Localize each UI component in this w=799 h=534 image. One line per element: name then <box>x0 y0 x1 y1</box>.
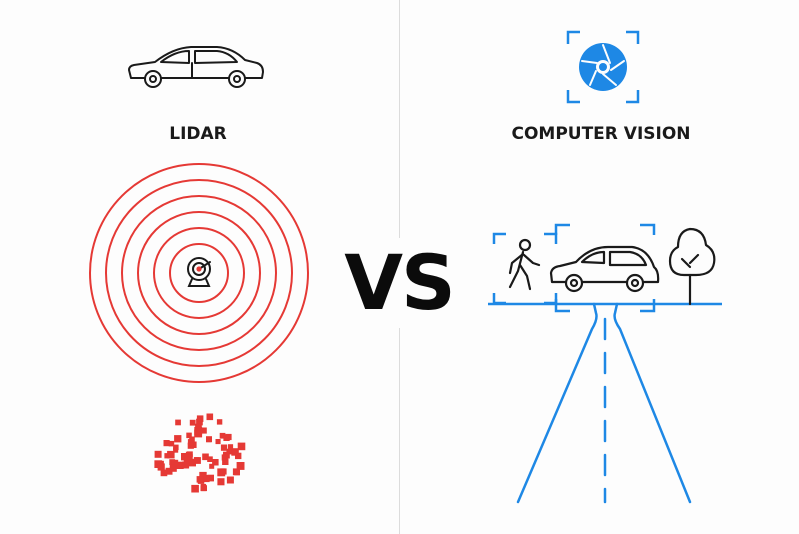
car-outline-icon <box>128 46 264 88</box>
point-cloud-dot <box>189 419 196 426</box>
point-cloud-dot <box>234 469 240 476</box>
point-cloud-dot <box>157 463 165 471</box>
lidar-ring <box>121 195 277 351</box>
point-cloud-dot <box>167 450 175 459</box>
lidar-rings <box>89 163 309 383</box>
point-cloud-dot <box>199 471 207 480</box>
vision-scene <box>488 223 722 504</box>
point-cloud-dot <box>226 476 234 484</box>
point-cloud-dot <box>206 436 212 443</box>
point-cloud-dot <box>202 453 209 461</box>
point-cloud-dot <box>173 447 179 453</box>
point-cloud-dot <box>209 463 215 469</box>
point-cloud-dot <box>216 419 223 425</box>
point-cloud-icon <box>154 413 246 493</box>
point-cloud-dot <box>207 474 214 482</box>
point-cloud-dot <box>196 415 204 422</box>
vs-label: VS <box>340 238 458 328</box>
point-cloud-dot <box>168 440 175 447</box>
point-cloud-dot <box>237 442 246 451</box>
point-cloud-dot <box>184 454 193 462</box>
radar-sensor-icon <box>187 257 211 287</box>
point-cloud-dot <box>196 418 203 426</box>
point-cloud-dot <box>194 426 203 435</box>
point-cloud-dot <box>176 461 184 469</box>
lidar-ring <box>169 243 229 303</box>
point-cloud-dot <box>191 484 199 493</box>
road-icon <box>516 302 692 504</box>
point-cloud-dot <box>193 457 200 463</box>
point-cloud-dot <box>217 478 225 486</box>
camera-aperture-icon <box>566 30 640 104</box>
car-detection-box <box>554 223 656 313</box>
point-cloud-dot <box>219 432 226 439</box>
point-cloud-dot <box>186 432 192 439</box>
point-cloud-dot <box>175 419 181 426</box>
point-cloud-dot <box>223 451 230 459</box>
point-cloud-dot <box>182 461 190 469</box>
point-cloud-dot <box>174 435 182 443</box>
computer-vision-title: COMPUTER VISION <box>511 124 691 144</box>
point-cloud-dot <box>160 469 168 477</box>
point-cloud-dot <box>171 459 179 467</box>
point-cloud-dot <box>163 440 170 447</box>
point-cloud-dot <box>215 439 221 445</box>
point-cloud-dot <box>196 476 204 483</box>
lidar-ring <box>105 179 293 367</box>
point-cloud-dot <box>195 423 202 431</box>
point-cloud-dot <box>226 448 233 455</box>
pedestrian-icon <box>508 238 541 291</box>
point-cloud-dot <box>188 458 196 467</box>
lidar-title: LIDAR <box>169 124 227 144</box>
pedestrian-detection-box <box>492 232 558 305</box>
point-cloud-dot <box>220 468 227 475</box>
point-cloud-dot <box>228 444 234 450</box>
point-cloud-dot <box>235 452 242 460</box>
point-cloud-dot <box>181 453 189 461</box>
point-cloud-dot <box>154 450 162 458</box>
point-cloud-dot <box>207 456 213 462</box>
point-cloud-dot <box>164 453 170 459</box>
point-cloud-dot <box>165 467 173 475</box>
tree-icon <box>668 227 716 306</box>
point-cloud-dot <box>220 444 228 451</box>
point-cloud-dot <box>212 459 219 466</box>
point-cloud-dot <box>236 462 245 470</box>
lidar-ring <box>137 211 261 335</box>
point-cloud-dot <box>201 485 207 492</box>
point-cloud-dot <box>206 413 214 421</box>
lidar-ring <box>89 163 309 383</box>
point-cloud-dot <box>200 427 207 434</box>
point-cloud-dot <box>187 442 194 449</box>
car-outline-icon <box>549 245 660 293</box>
point-cloud-dot <box>232 449 239 455</box>
point-cloud-dot <box>225 433 232 441</box>
lidar-ring <box>153 227 245 319</box>
point-cloud-dot <box>189 436 195 443</box>
point-cloud-dot <box>173 444 179 451</box>
point-cloud-dot <box>222 458 229 465</box>
point-cloud-dot <box>169 464 177 472</box>
